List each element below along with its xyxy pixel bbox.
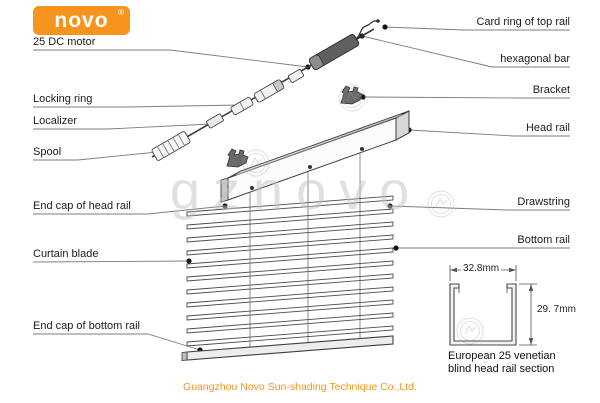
- bracket-top: [340, 85, 363, 105]
- locking-ring-part: [230, 96, 254, 116]
- section-caption-line2: blind head rail section: [448, 363, 555, 375]
- bottom-rail-end-cap: [181, 351, 188, 361]
- drawstring-anchors: [250, 147, 364, 190]
- label-end-cap-head-rail: End cap of head rail: [33, 200, 131, 212]
- drawstrings: [249, 153, 361, 347]
- curtain-blade: [186, 221, 394, 243]
- label-spool: Spool: [33, 146, 62, 158]
- curtain-blade: [186, 312, 394, 334]
- coupling-part: [253, 79, 285, 103]
- registered-mark-icon: ®: [118, 8, 125, 17]
- bracket-lower: [226, 148, 249, 168]
- label-locking-ring: Locking ring: [33, 93, 93, 105]
- label-dc-motor: 25 DC motor: [33, 36, 96, 48]
- curtain-blade: [186, 208, 394, 230]
- curtain-blade: [186, 286, 394, 308]
- curtain-blade: [186, 247, 394, 269]
- brand-logo-text: novo: [54, 8, 109, 32]
- label-hexagonal-bar: hexagonal bar: [500, 53, 570, 65]
- section-profile: [449, 283, 517, 346]
- cord-ring: [376, 19, 380, 23]
- label-drawstring: Drawstring: [517, 196, 570, 208]
- localizer-part: [206, 113, 224, 129]
- label-bottom-rail: Bottom rail: [517, 234, 570, 246]
- curtain-blade: [186, 325, 394, 347]
- company-footer: Guangzhou Novo Sun-shading Technique Co.…: [183, 381, 417, 393]
- bottom-rail: [181, 335, 394, 361]
- watermark-stamps: [242, 84, 484, 345]
- brand-logo: novo ®: [33, 6, 130, 35]
- connector-part: [288, 69, 304, 83]
- curtain-blade: [186, 299, 394, 321]
- motor-cord: [355, 20, 378, 40]
- spool-part: [151, 131, 191, 161]
- curtain-blades: [186, 195, 394, 347]
- label-card-ring: Card ring of top rail: [476, 16, 570, 28]
- height-dimension-label: 29. 7mm: [535, 304, 578, 315]
- leader-lines: [32, 26, 570, 351]
- curtain-blade: [186, 195, 394, 217]
- curtain-blade: [186, 260, 394, 282]
- section-caption-line1: European 25 venetian: [448, 350, 556, 362]
- head-rail: [220, 110, 410, 203]
- label-localizer: Localizer: [33, 115, 78, 127]
- head-rail-end-cap: [220, 177, 229, 203]
- curtain-blade: [186, 234, 394, 256]
- label-end-cap-bottom-rail: End cap of bottom rail: [33, 320, 141, 332]
- dc-motor: [308, 33, 364, 71]
- label-head-rail: Head rail: [525, 122, 570, 134]
- label-bracket: Bracket: [532, 84, 570, 96]
- height-dimension: [519, 283, 537, 346]
- width-dimension-label: 32.8mm: [461, 263, 502, 274]
- label-curtain-blade: Curtain blade: [33, 248, 99, 260]
- curtain-blade: [186, 273, 394, 295]
